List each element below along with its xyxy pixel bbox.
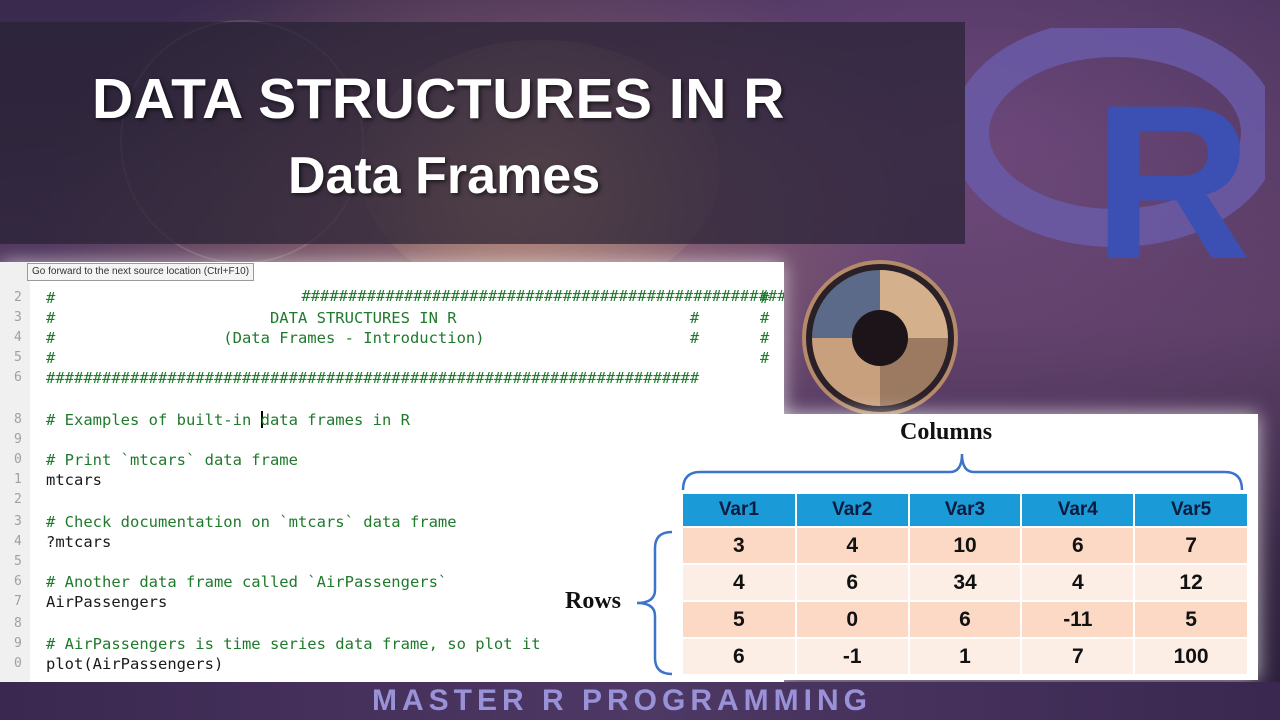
line-number: 1 <box>14 472 22 487</box>
column-header: Var3 <box>908 494 1023 527</box>
r-logo-icon: R <box>965 28 1265 258</box>
column-header: Var2 <box>795 494 910 527</box>
line-number: 8 <box>14 616 22 631</box>
table-cell: -11 <box>1021 600 1136 638</box>
data-frame-table: Var1 Var2 Var3 Var4 Var5 3 4 10 6 7 4 6 … <box>683 494 1247 674</box>
column-header: Var5 <box>1134 494 1247 527</box>
table-row: 3 4 10 6 7 <box>683 526 1247 564</box>
line-number: 6 <box>14 370 22 385</box>
table-cell: 12 <box>1134 563 1247 601</box>
footer-bar <box>0 682 1280 720</box>
table-cell: 5 <box>683 600 797 638</box>
table-cell: -1 <box>795 637 910 674</box>
hash-border-right: # <box>760 349 770 367</box>
code-statement-line[interactable]: ?mtcars <box>46 533 112 551</box>
header-row: Var1 Var2 Var3 Var4 Var5 <box>683 494 1247 527</box>
page-subtitle: Data Frames <box>288 147 601 205</box>
text-cursor <box>260 411 263 428</box>
rows-label: Rows <box>565 588 622 614</box>
line-number: 5 <box>14 554 22 569</box>
line-number: 3 <box>14 514 22 529</box>
line-number: 0 <box>14 452 22 467</box>
line-number: 2 <box>14 492 22 507</box>
code-comment-line[interactable]: # (Data Frames - Introduction) # <box>46 329 700 347</box>
title-banner <box>0 22 965 244</box>
r-logo-letter: R <box>1093 59 1252 258</box>
code-comment-line[interactable]: ########################################… <box>46 369 700 387</box>
footer-title: MASTER R PROGRAMMING <box>372 684 872 717</box>
table-row: 6 -1 1 7 100 <box>683 637 1247 674</box>
hash-border-right: # <box>760 309 770 327</box>
table-cell: 7 <box>1021 637 1136 674</box>
code-statement-line[interactable]: AirPassengers <box>46 593 168 611</box>
code-statement-line[interactable]: plot(AirPassengers) <box>46 655 224 673</box>
line-number: 9 <box>14 432 22 447</box>
line-number: 5 <box>14 350 22 365</box>
table-row: 5 0 6 -11 5 <box>683 600 1247 638</box>
column-header: Var4 <box>1021 494 1136 527</box>
hash-border-top: ########################################… <box>301 287 784 305</box>
table-cell: 5 <box>1134 600 1247 638</box>
table-cell: 6 <box>795 563 910 601</box>
line-number: 9 <box>14 636 22 651</box>
code-comment-line[interactable]: # DATA STRUCTURES IN R # <box>46 309 700 327</box>
table-cell: 4 <box>683 563 797 601</box>
tooltip: Go forward to the next source location (… <box>27 263 255 281</box>
dial-decoration <box>802 260 958 416</box>
code-statement-line[interactable]: mtcars <box>46 471 102 489</box>
line-number: 3 <box>14 310 22 325</box>
table-cell: 0 <box>795 600 910 638</box>
line-number: 0 <box>14 656 22 671</box>
table-cell: 6 <box>1021 526 1136 564</box>
table-cell: 4 <box>795 526 910 564</box>
table-cell: 10 <box>908 526 1023 564</box>
line-number: 4 <box>14 330 22 345</box>
line-number: 7 <box>14 594 22 609</box>
line-number: 4 <box>14 534 22 549</box>
code-comment-line[interactable]: # AirPassengers is time series data fram… <box>46 635 541 653</box>
table-cell: 6 <box>683 637 797 674</box>
line-number: 6 <box>14 574 22 589</box>
hash-border-right: # <box>760 289 770 307</box>
table-cell: 100 <box>1134 637 1247 674</box>
table-cell: 1 <box>908 637 1023 674</box>
line-number-gutter: 2 3 4 5 6 8 9 0 1 2 3 4 5 6 7 8 9 0 <box>0 262 30 682</box>
line-number: 2 <box>14 290 22 305</box>
column-header: Var1 <box>683 494 797 527</box>
table-cell: 6 <box>908 600 1023 638</box>
code-comment-line[interactable]: # Another data frame called `AirPassenge… <box>46 573 448 591</box>
code-comment-line[interactable]: # <box>46 289 56 307</box>
table-cell: 3 <box>683 526 797 564</box>
code-comment-line[interactable]: # Check documentation on `mtcars` data f… <box>46 513 457 531</box>
hash-border-right: # <box>760 329 770 347</box>
page-title: DATA STRUCTURES IN R <box>92 67 785 131</box>
code-comment-line[interactable]: # Print `mtcars` data frame <box>46 451 298 469</box>
code-comment-line[interactable]: # Examples of built-in data frames in R <box>46 411 410 429</box>
table-cell: 34 <box>908 563 1023 601</box>
columns-label: Columns <box>900 419 993 445</box>
code-comment-line[interactable]: # <box>46 349 56 367</box>
table-row: 4 6 34 4 12 <box>683 563 1247 601</box>
table-cell: 4 <box>1021 563 1136 601</box>
line-number: 8 <box>14 412 22 427</box>
table-cell: 7 <box>1134 526 1247 564</box>
